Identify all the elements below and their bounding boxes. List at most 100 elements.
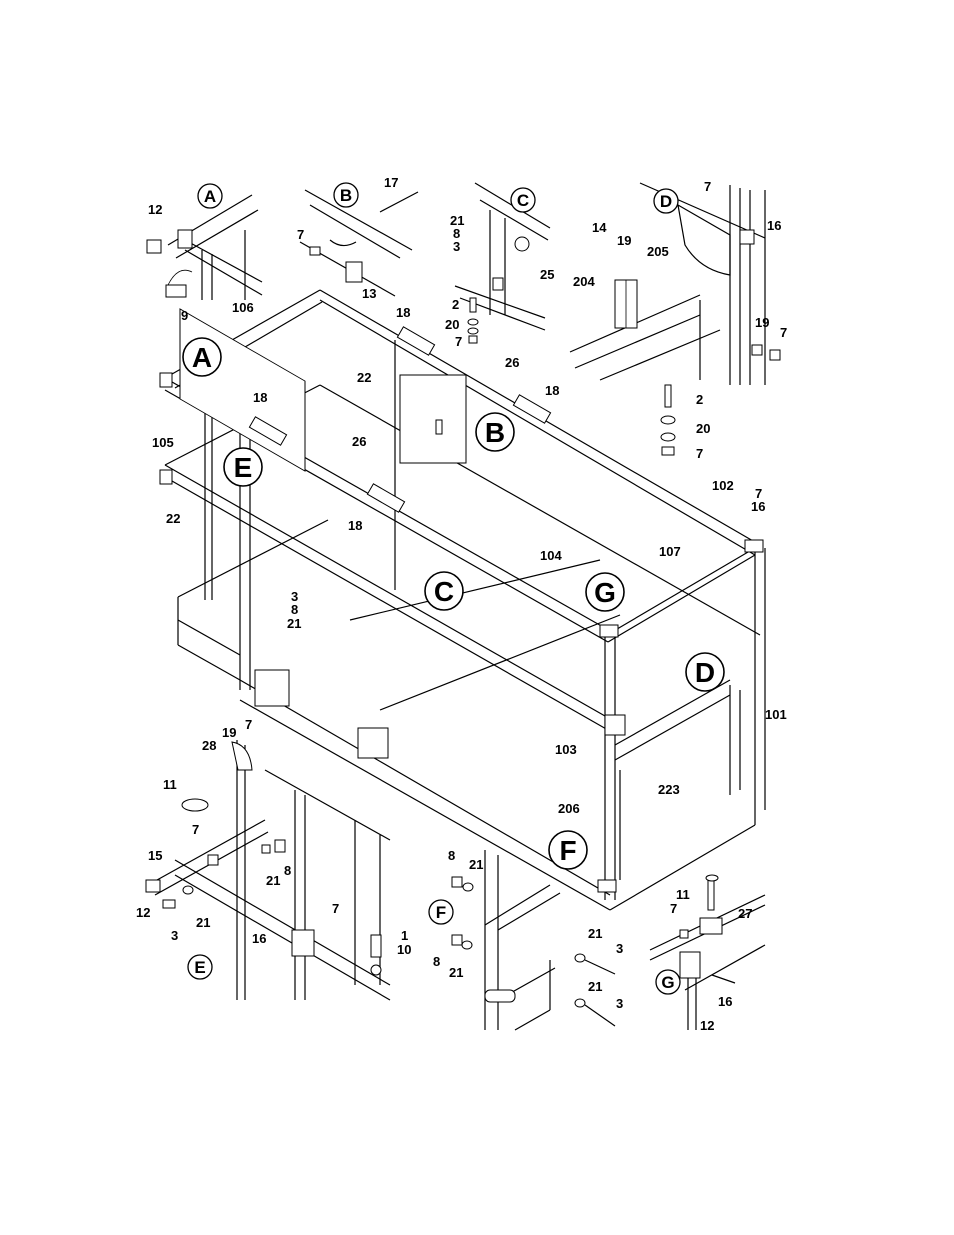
callout-num: 18 (545, 383, 559, 398)
callout-num: 7 (297, 227, 304, 242)
callout-num: 14 (592, 220, 607, 235)
detail-letter: A (204, 187, 216, 206)
callout-num: 21 (287, 616, 301, 631)
callout-num: 27 (738, 906, 752, 921)
callout-num: 18 (253, 390, 267, 405)
callout-num: 18 (348, 518, 362, 533)
callout-num: 103 (555, 742, 577, 757)
callout-num: 19 (617, 233, 631, 248)
detail-label-small-c: C (511, 188, 535, 212)
callout-num: 21 (588, 926, 602, 941)
detail-label-small-a: A (198, 184, 222, 208)
detail-label-main-e: E (224, 448, 262, 486)
callout-num: 7 (696, 446, 703, 461)
callout-num: 104 (540, 548, 562, 563)
callout-num: 18 (396, 305, 410, 320)
callout-num: 26 (352, 434, 366, 449)
callout-num: 101 (765, 707, 787, 722)
callout-group-d: 7 16 14 19 205 204 19 7 2 20 7 (573, 179, 787, 461)
callout-num: 20 (445, 317, 459, 332)
callout-num: 204 (573, 274, 595, 289)
callout-num: 16 (252, 931, 266, 946)
detail-g-drawing (650, 875, 765, 1030)
callout-num: 21 (588, 979, 602, 994)
callout-num: 25 (540, 267, 554, 282)
detail-letter: E (234, 452, 253, 483)
callout-num: 3 (616, 996, 623, 1011)
callout-num: 21 (449, 965, 463, 980)
callout-num: 1 (401, 928, 408, 943)
detail-label-main-g: G (586, 573, 624, 611)
callout-num: 16 (718, 994, 732, 1009)
callout-num: 7 (332, 901, 339, 916)
detail-b-drawing (300, 190, 418, 296)
detail-label-main-f: F (549, 831, 587, 869)
callout-num: 19 (222, 725, 236, 740)
detail-letter: F (436, 903, 446, 922)
callout-num: 12 (136, 905, 150, 920)
detail-label-main-d: D (686, 653, 724, 691)
callout-num: 8 (291, 602, 298, 617)
callout-num: 205 (647, 244, 669, 259)
callout-num: 19 (755, 315, 769, 330)
callout-num: 21 (196, 915, 210, 930)
detail-letter: F (559, 835, 576, 866)
detail-label-small-e: E (188, 955, 212, 979)
callout-num: 8 (448, 848, 455, 863)
callout-num: 102 (712, 478, 734, 493)
callout-num: 7 (704, 179, 711, 194)
pin-part (166, 285, 186, 297)
callout-num: 2 (696, 392, 703, 407)
detail-c-drawing (455, 183, 550, 343)
callout-num: 22 (166, 511, 180, 526)
callout-num: 17 (384, 175, 398, 190)
detail-label-small-f: F (429, 900, 453, 924)
callout-num: 7 (780, 325, 787, 340)
detail-letter: B (340, 186, 352, 205)
callout-num: 10 (397, 942, 411, 957)
detail-letter: G (594, 577, 616, 608)
platform-main-drawing (160, 290, 765, 910)
callout-num: 107 (659, 544, 681, 559)
callout-num: 11 (676, 887, 690, 902)
detail-letter: E (194, 958, 205, 977)
callout-num: 9 (181, 308, 188, 323)
callout-num: 3 (616, 941, 623, 956)
spacer-part (346, 262, 362, 282)
callout-num: 8 (284, 863, 291, 878)
detail-letter: C (517, 191, 529, 210)
callout-num: 12 (148, 202, 162, 217)
detail-label-small-b: B (334, 183, 358, 207)
detail-label-main-c: C (425, 572, 463, 610)
detail-letter: C (434, 576, 454, 607)
detail-letter: A (192, 342, 212, 373)
detail-label-small-d: D (654, 189, 678, 213)
callout-num: 7 (192, 822, 199, 837)
callout-num: 26 (505, 355, 519, 370)
callout-num: 106 (232, 300, 254, 315)
callout-num: 8 (433, 954, 440, 969)
callout-num: 7 (455, 334, 462, 349)
detail-letter: D (660, 192, 672, 211)
callout-num: 16 (767, 218, 781, 233)
detail-label-small-g: G (656, 970, 680, 994)
callout-num: 12 (700, 1018, 714, 1033)
detail-label-main-b: B (476, 413, 514, 451)
callout-num: 21 (469, 857, 483, 872)
callout-num: 105 (152, 435, 174, 450)
detail-letter: G (661, 973, 674, 992)
callout-num: 21 (266, 873, 280, 888)
callout-group-f: 8 21 21 3 8 21 21 3 (433, 848, 623, 1011)
detail-letter: B (485, 417, 505, 448)
callout-num: 206 (558, 801, 580, 816)
callout-num: 16 (751, 499, 765, 514)
callout-num: 3 (453, 239, 460, 254)
callout-num: 223 (658, 782, 680, 797)
callout-num: 7 (670, 901, 677, 916)
callout-group-a: 12 9 106 (148, 202, 254, 323)
detail-letter: D (695, 657, 715, 688)
callout-num: 20 (696, 421, 710, 436)
callout-num: 3 (171, 928, 178, 943)
detail-e-drawing (146, 740, 390, 1000)
